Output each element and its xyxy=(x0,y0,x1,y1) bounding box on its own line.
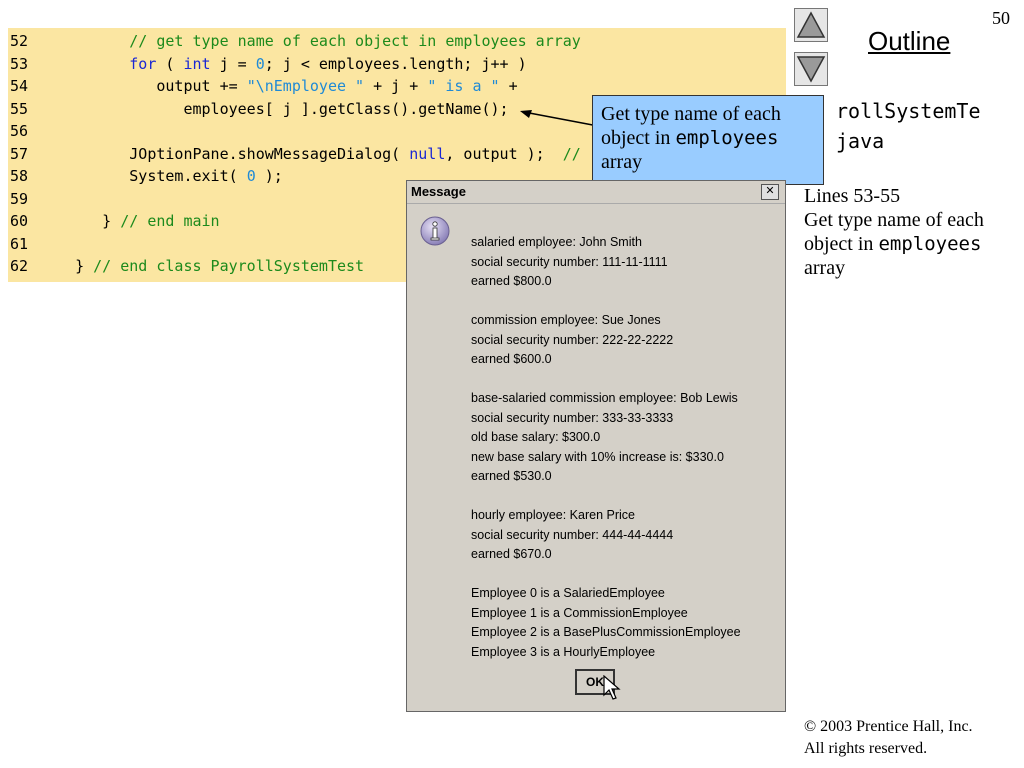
code-line: 58 System.exit( 0 ); xyxy=(8,165,283,187)
close-icon[interactable]: ✕ xyxy=(761,184,779,200)
message-dialog: Message ✕ salaried employee: John Smith s… xyxy=(406,180,786,712)
message-line: social security number: 222-22-2222 xyxy=(471,332,674,347)
code-token: // end main xyxy=(120,212,220,230)
message-line: social security number: 111-11-1111 xyxy=(471,254,668,269)
triangle-up-icon xyxy=(796,11,826,38)
page-number: 50 xyxy=(992,8,1010,28)
side-note: Lines 53-55 Get type name of each object… xyxy=(804,184,1019,280)
callout-arrow xyxy=(520,110,599,127)
code-token: // get type name of each object in emplo… xyxy=(129,32,581,50)
code-token: } xyxy=(48,257,94,275)
message-line: Employee 0 is a SalariedEmployee xyxy=(471,586,665,600)
mouse-cursor-icon xyxy=(603,675,621,700)
line-number: 53 xyxy=(10,54,29,73)
code-token: output += xyxy=(48,77,247,95)
message-line: Employee 1 is a CommissionEmployee xyxy=(471,605,688,620)
line-number: 55 xyxy=(10,99,29,118)
side-note-pre: Get type name of each object in xyxy=(804,209,984,255)
previous-slide-button[interactable] xyxy=(794,8,828,42)
file-name-line1: rollSystemTe xyxy=(836,99,981,123)
code-line: 59 xyxy=(8,188,48,210)
code-token: JOptionPane.showMessageDialog( xyxy=(48,144,410,163)
code-token: 0 xyxy=(246,167,256,185)
dialog-title: Message xyxy=(411,184,466,199)
message-line: Employee 2 is a BasePlusCommissionEmploy… xyxy=(471,625,741,639)
code-token: int xyxy=(183,54,211,73)
code-token: + j + xyxy=(364,77,428,95)
line-number: 52 xyxy=(10,32,29,50)
dialog-title-bar[interactable]: Message ✕ xyxy=(407,181,785,204)
message-line: earned $600.0 xyxy=(471,352,552,366)
message-line: old base salary: $300.0 xyxy=(471,430,601,444)
info-icon xyxy=(420,216,450,246)
code-token: ); xyxy=(255,167,283,185)
code-token: System.exit( xyxy=(48,167,247,185)
callout-text-pre: Get type name of each object in xyxy=(601,103,781,149)
side-note-code: employees xyxy=(878,233,982,255)
code-line: 62 } // end class PayrollSystemTest xyxy=(8,255,364,277)
code-token: " is a " xyxy=(427,77,500,95)
line-number: 56 xyxy=(10,122,29,140)
line-number: 60 xyxy=(10,212,29,230)
code-line: 53 for ( int j = 0; j < employees.length… xyxy=(8,53,527,75)
lines-label: Lines 53-55 xyxy=(804,185,901,207)
code-token xyxy=(48,32,129,50)
code-token: j = xyxy=(210,54,256,73)
outline-link[interactable]: Outline xyxy=(868,26,951,56)
line-number: 54 xyxy=(10,77,29,95)
message-line: earned $530.0 xyxy=(471,469,552,483)
code-line: 57 JOptionPane.showMessageDialog( null, … xyxy=(8,143,581,165)
code-token xyxy=(48,55,129,73)
code-token: null xyxy=(409,144,446,163)
message-line: new base salary with 10% increase is: $3… xyxy=(471,449,724,464)
code-line: 55 employees[ j ].getClass().getName(); xyxy=(8,98,509,120)
code-token: for xyxy=(129,54,157,73)
callout-code: employees xyxy=(675,127,779,149)
code-token: // xyxy=(562,144,581,163)
copyright-line2: All rights reserved. xyxy=(804,740,928,757)
code-line: 56 xyxy=(8,120,48,142)
file-name-line2: java xyxy=(836,129,885,153)
line-number: 61 xyxy=(10,234,29,253)
code-token: "\nEmployee " xyxy=(246,77,365,95)
code-line: 52 // get type name of each object in em… xyxy=(8,30,581,52)
message-line: Employee 3 is a HourlyEmployee xyxy=(471,644,656,659)
message-line: salaried employee: John Smith xyxy=(471,235,642,249)
code-line: 61 xyxy=(8,233,48,255)
side-note-post: array xyxy=(804,257,846,279)
line-number: 58 xyxy=(10,167,29,185)
message-line: hourly employee: Karen Price xyxy=(471,508,635,522)
code-token: employees[ j ].getClass().getName(); xyxy=(48,99,509,118)
line-number: 62 xyxy=(10,257,29,275)
code-token: ; j < employees.length; j++ ) xyxy=(264,54,527,73)
next-slide-button[interactable] xyxy=(794,52,828,86)
source-file-name: rollSystemTe java xyxy=(836,96,981,156)
code-line: 54 output += "\nEmployee " + j + " is a … xyxy=(8,75,518,97)
line-number: 57 xyxy=(10,144,29,163)
callout-box: Get type name of each object in employee… xyxy=(592,95,824,185)
triangle-down-icon xyxy=(796,56,826,83)
code-token: // end class PayrollSystemTest xyxy=(93,257,365,275)
copyright-line1: © 2003 Prentice Hall, Inc. xyxy=(804,718,973,735)
message-line: social security number: 444-44-4444 xyxy=(471,527,674,542)
side-note-text: Get type name of each object in employee… xyxy=(804,208,1019,280)
message-line: earned $800.0 xyxy=(471,274,552,288)
code-token: + xyxy=(499,77,518,95)
line-number: 59 xyxy=(10,189,29,208)
code-token: 0 xyxy=(255,54,265,73)
copyright-notice: © 2003 Prentice Hall, Inc. All rights re… xyxy=(804,716,973,760)
message-line: social security number: 333-33-3333 xyxy=(471,410,674,425)
code-line: 60 } // end main xyxy=(8,210,220,232)
code-token: , output ); xyxy=(445,144,563,163)
message-line: commission employee: Sue Jones xyxy=(471,313,661,327)
callout-text-post: array xyxy=(601,151,643,173)
message-line: earned $670.0 xyxy=(471,547,552,561)
code-token: ( xyxy=(156,54,184,73)
code-token: } xyxy=(48,212,121,230)
message-line: base-salaried commission employee: Bob L… xyxy=(471,391,738,405)
